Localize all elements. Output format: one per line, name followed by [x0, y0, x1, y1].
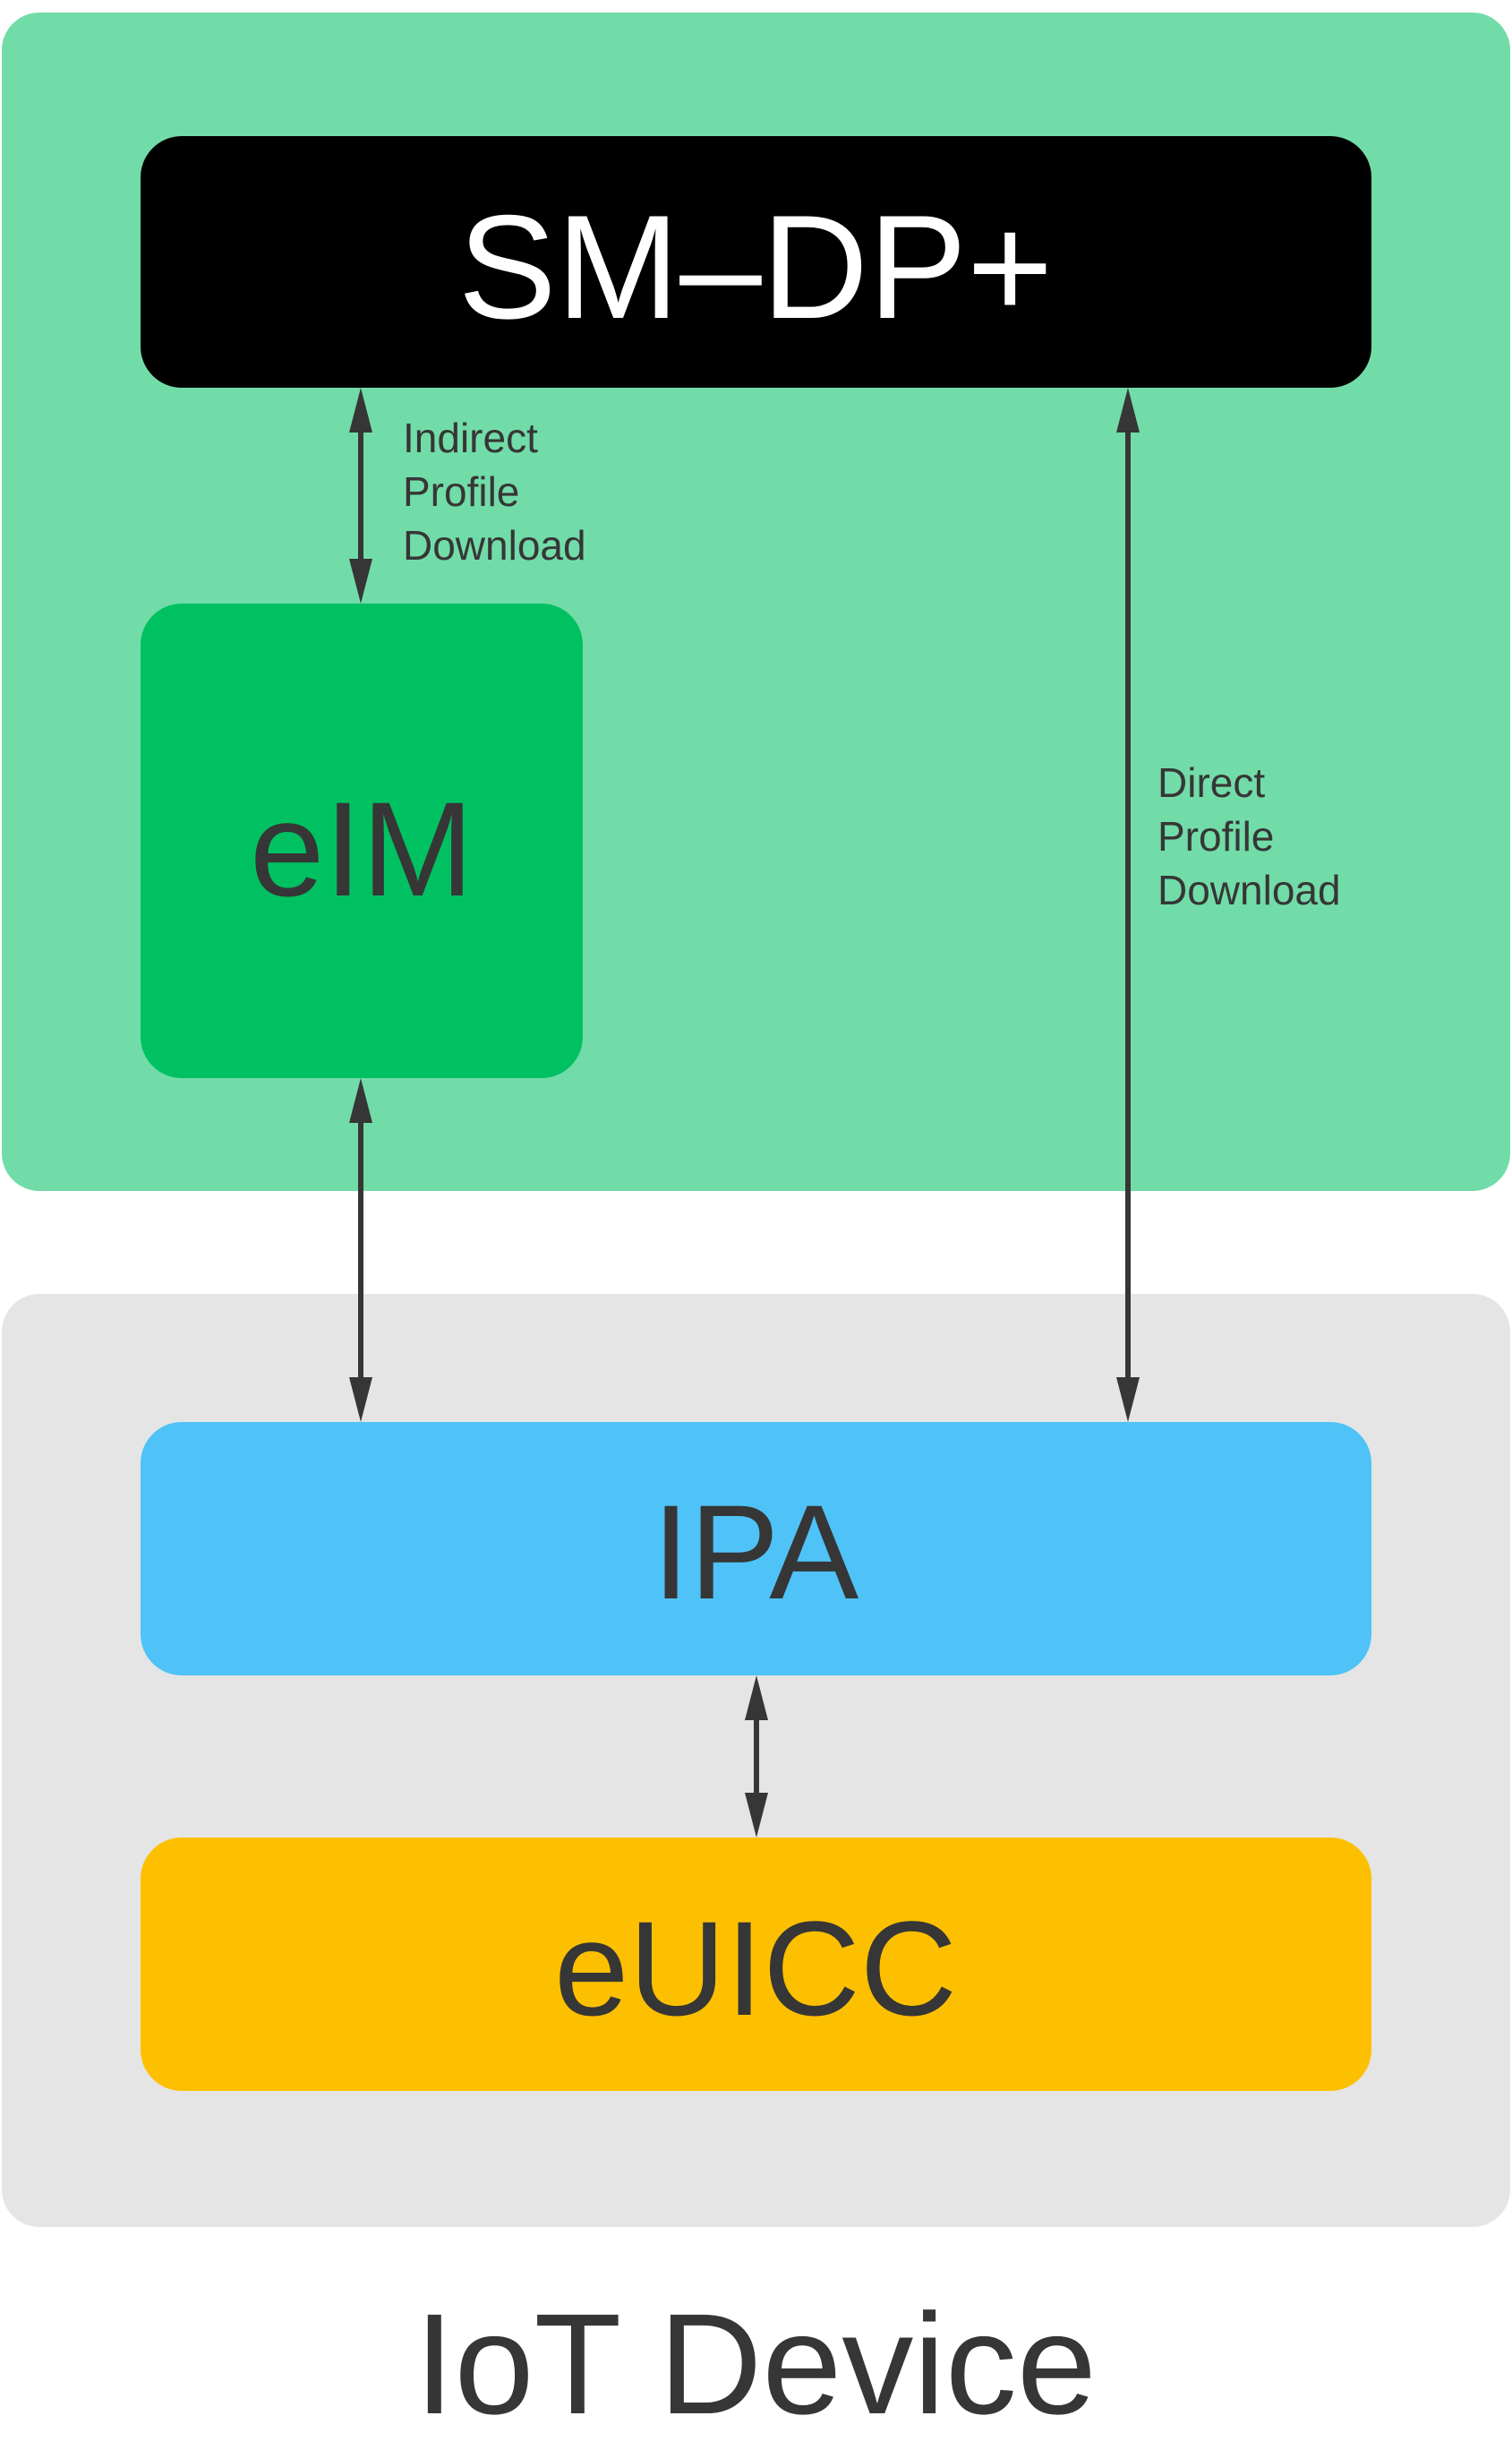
svg-text:Download: Download: [403, 522, 586, 569]
svg-text:Indirect: Indirect: [403, 415, 538, 461]
arrowhead-up: [745, 1675, 768, 1720]
svg-text:Profile: Profile: [403, 468, 519, 515]
ipa-euicc-arrow: [745, 1675, 768, 1838]
arrowhead-down: [745, 1793, 768, 1838]
ipa-label: IPA: [653, 1477, 859, 1627]
smdp-ipa-arrow: [1116, 388, 1140, 1422]
euicc-box: [141, 1838, 1371, 2091]
smdp-eim-arrow: [349, 388, 372, 604]
smdp-box: [141, 136, 1371, 388]
eim-box: [141, 604, 583, 1078]
smdp-label: SM–DP+: [458, 184, 1054, 349]
arrowhead-up: [1116, 388, 1140, 433]
svg-text:Direct: Direct: [1157, 759, 1265, 806]
euicc-label: eUICC: [554, 1893, 957, 2043]
direct-label: Direct Profile Download: [1157, 759, 1341, 913]
svg-text:Download: Download: [1157, 867, 1341, 913]
arrowhead-down: [349, 1377, 372, 1422]
svg-text:Profile: Profile: [1157, 813, 1274, 860]
device-label: IoT Device: [414, 2283, 1097, 2444]
eim-ipa-arrow: [349, 1078, 372, 1422]
arrowhead-up: [349, 1078, 372, 1123]
ipa-box: [141, 1422, 1371, 1675]
indirect-label: Indirect Profile Download: [403, 415, 586, 569]
eim-label: eIM: [250, 774, 474, 924]
arrowhead-up: [349, 388, 372, 433]
arrowhead-down: [1116, 1377, 1140, 1422]
arrowhead-down: [349, 559, 372, 604]
